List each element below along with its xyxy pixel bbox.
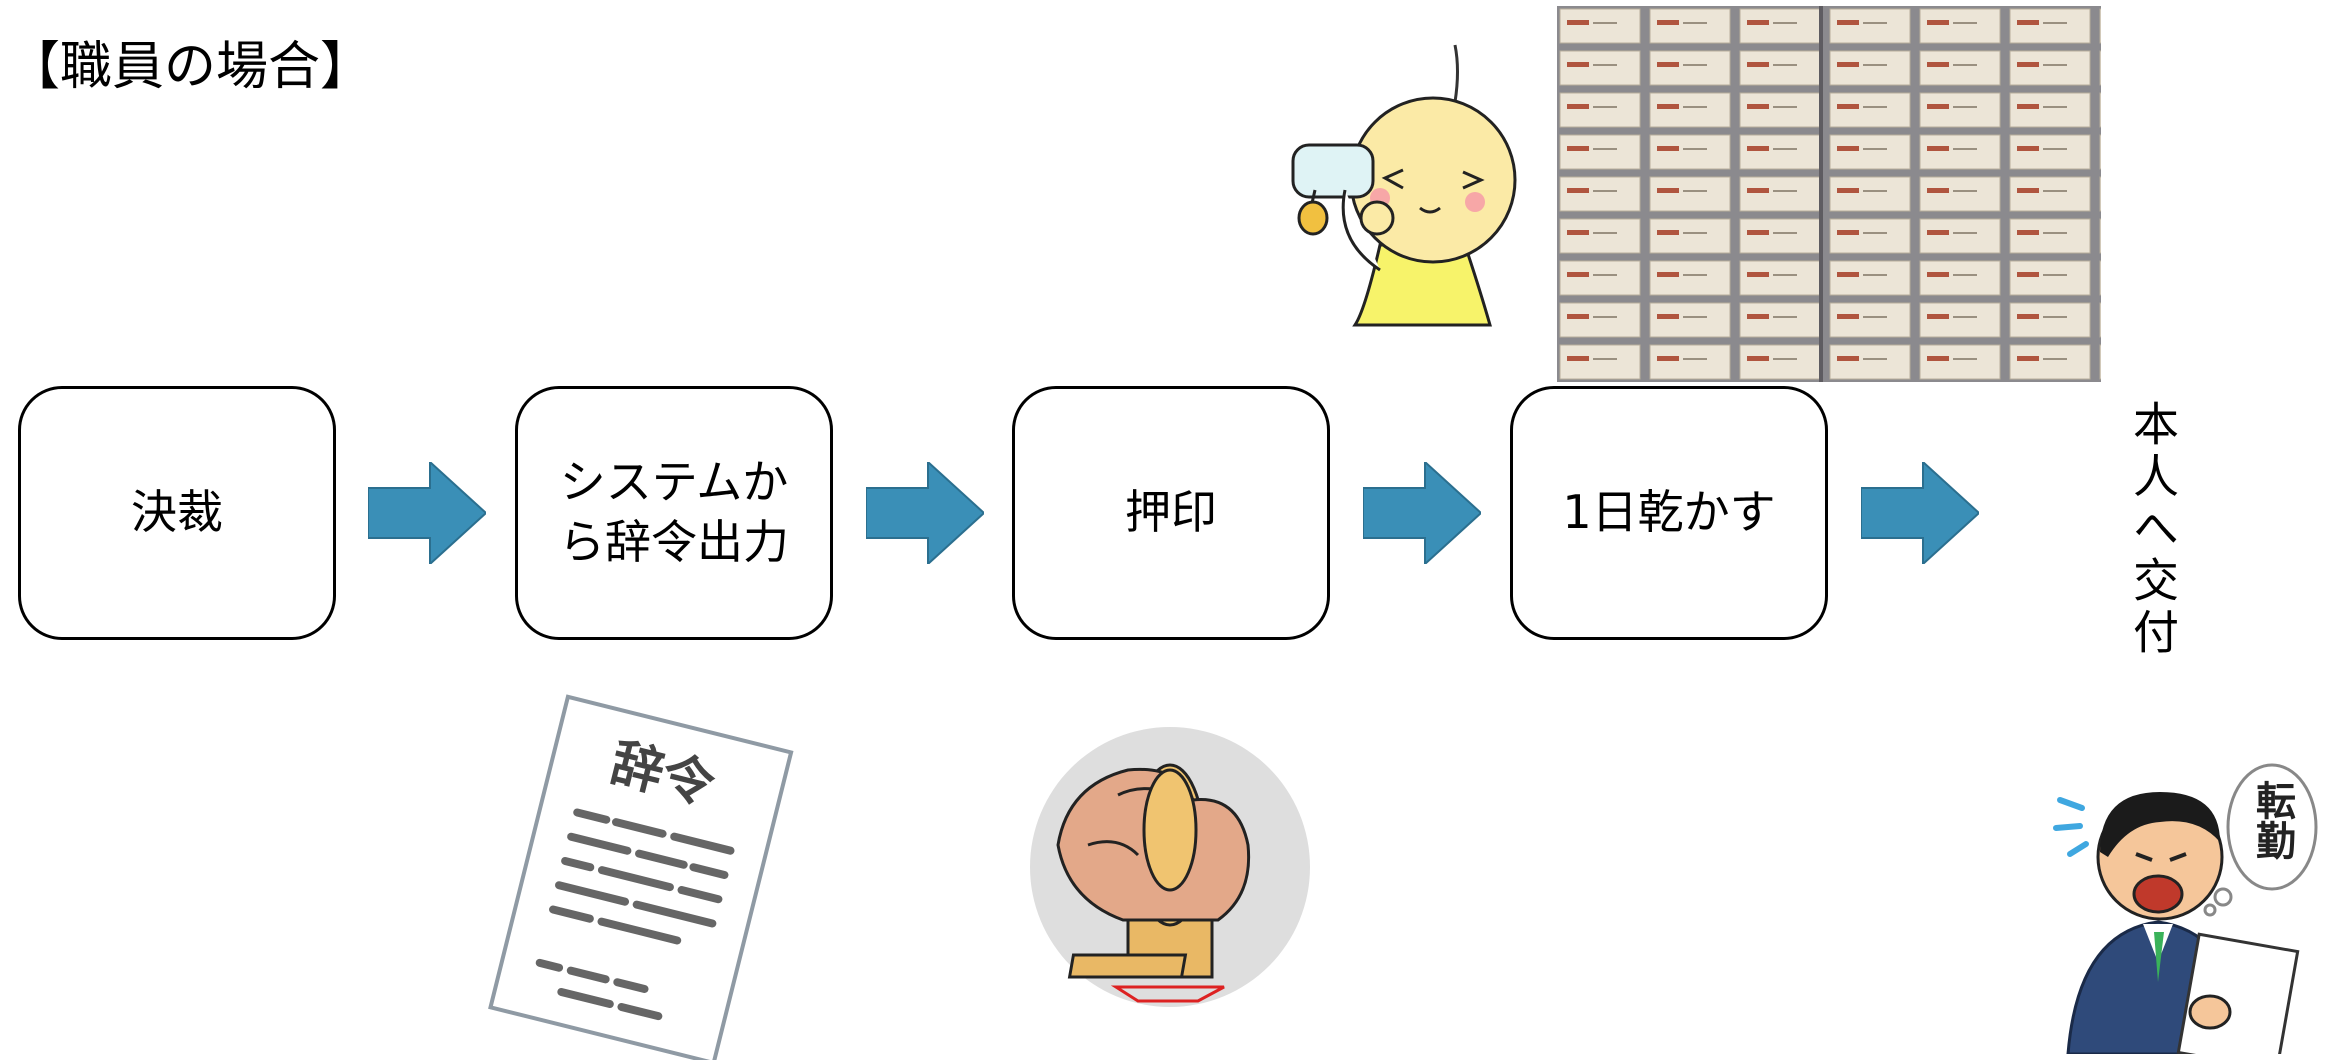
step-box-stamp: 押印 (1012, 386, 1330, 640)
stamp-seal-illustration (1030, 727, 1310, 1007)
step-label: 決裁 (131, 485, 223, 540)
hair-dryer-character-illustration (1291, 44, 1517, 327)
step-label: 1日乾かす (1562, 485, 1776, 540)
step-label: システムから辞令出力 (559, 455, 789, 569)
step-box-system-output: システムから辞令出力 (515, 386, 833, 640)
arrow-right-icon (866, 462, 984, 564)
page-title: 【職員の場合】 (8, 37, 373, 97)
arrow-right-icon (1861, 462, 1979, 564)
arrow-right-icon (368, 462, 486, 564)
thought-bubble-text: 転勤 (2249, 780, 2295, 860)
step-box-dry: 1日乾かす (1510, 386, 1828, 640)
surprised-businessman-illustration: 転勤 (2048, 762, 2328, 1054)
arrow-right-icon (1363, 462, 1481, 564)
document-illustration: 辞令 (472, 690, 812, 1060)
stacked-documents-photo (1557, 6, 2101, 382)
step-label: 押印 (1125, 485, 1217, 540)
final-step-label: 本人へ交付 (2126, 400, 2180, 660)
step-box-approval: 決裁 (18, 386, 336, 640)
